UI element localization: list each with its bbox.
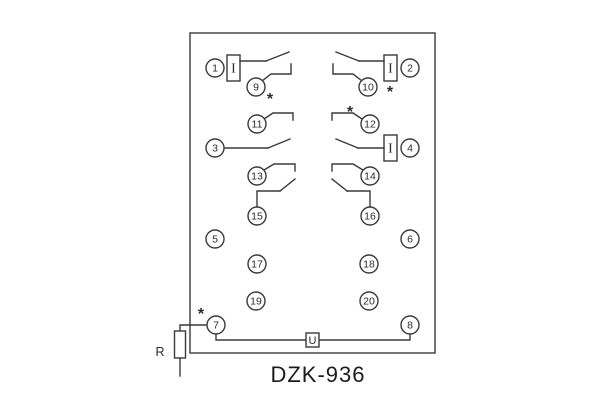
terminal-10-label: 10 [362,82,374,94]
terminal-9: 9 [246,77,266,97]
terminal-5-circle [205,229,225,249]
wire-terminal-16 [346,190,371,208]
terminal-3: 3 [205,138,225,158]
wire-terminal-10 [332,63,363,82]
coil-symbol-terminal-4: I [383,134,398,162]
contact-blade-15 [279,178,296,192]
terminal-20: 20 [359,291,379,311]
coil-box [383,54,398,82]
terminal-3-circle [205,138,225,158]
terminal-11: 11 [247,114,267,134]
terminal-17-circle [247,254,267,274]
terminal-19: 19 [246,291,266,311]
terminal-5-label: 5 [212,234,218,246]
model-title: DZK-936 [270,362,365,387]
coil-label: I [231,62,236,77]
terminal-2-circle [400,58,420,78]
polarity-asterisk-10: * [387,84,394,101]
terminal-7: 7 [206,315,226,335]
terminal-6-circle [400,229,420,249]
terminal-9-circle [246,77,266,97]
terminal-15-label: 15 [251,211,263,223]
bus-wire-right [318,333,411,341]
terminal-1-label: 1 [212,63,218,75]
terminal-19-label: 19 [250,296,262,308]
wire-terminal-14 [331,163,364,172]
terminal-4-circle [400,138,420,158]
terminal-2-label: 2 [407,63,413,75]
coil-box [226,54,241,82]
wire-to-resistor [179,324,208,332]
wire-terminal-9 [261,63,292,82]
terminal-7-label: 7 [213,320,219,332]
wire-terminal-11 [263,112,294,121]
resistor: R [155,330,187,359]
bus-wire-left [215,333,307,341]
terminal-1-circle [205,58,225,78]
coil-label: I [388,62,393,77]
voltage-element-label: U [309,335,317,347]
terminal-14-circle [360,166,380,186]
terminal-13-label: 13 [251,171,263,183]
terminal-16-label: 16 [364,211,376,223]
contact-blade-1 [265,51,290,62]
terminal-4: 4 [400,138,420,158]
terminal-18-label: 18 [363,259,375,271]
contact-blade-3 [267,138,291,149]
terminal-5: 5 [205,229,225,249]
polarity-asterisk-9: * [267,91,274,108]
contact-blade-16 [331,178,348,192]
terminal-13: 13 [247,166,267,186]
terminal-15: 15 [247,206,267,226]
resistor-body [173,330,187,359]
terminal-9-label: 9 [253,82,259,94]
terminal-8-circle [400,315,420,335]
terminal-18-circle [359,254,379,274]
voltage-element: U [305,332,320,348]
terminal-1: 1 [205,58,225,78]
terminal-17: 17 [247,254,267,274]
terminal-14: 14 [360,166,380,186]
terminal-6-label: 6 [407,234,413,246]
terminal-10: 10 [358,77,378,97]
terminal-3-label: 3 [212,143,218,155]
terminal-8-label: 8 [407,320,413,332]
wire-terminal-15 [256,190,281,208]
terminal-13-circle [247,166,267,186]
contact-blade-2 [335,51,360,62]
terminal-4-label: 4 [407,143,413,155]
terminal-16: 16 [360,206,380,226]
terminal-12-label: 12 [364,119,376,131]
terminal-8: 8 [400,315,420,335]
terminal-10-circle [358,77,378,97]
terminal-20-circle [359,291,379,311]
terminal-6: 6 [400,229,420,249]
terminal-15-circle [247,206,267,226]
terminal-18: 18 [359,254,379,274]
terminal-11-circle [247,114,267,134]
terminal-11-label: 11 [252,119,263,131]
terminal-2: 2 [400,58,420,78]
wire-terminal-13 [263,163,296,172]
terminal-12: 12 [360,114,380,134]
relay-case-border [189,32,436,354]
terminal-12-circle [360,114,380,134]
contact-blade-4 [335,138,359,149]
coil-symbol-terminal-1: I [226,54,241,82]
terminal-16-circle [360,206,380,226]
wire-terminal-12 [331,112,363,121]
voltage-element-box [305,332,320,348]
terminal-14-label: 14 [364,171,376,183]
terminal-19-circle [246,291,266,311]
terminal-17-label: 17 [251,259,263,271]
resistor-label: R [155,345,164,359]
polarity-asterisk-7: * [198,306,205,323]
terminal-20-label: 20 [363,296,375,308]
coil-symbol-terminal-2: I [383,54,398,82]
coil-label: I [388,142,393,157]
terminal-7-circle [206,315,226,335]
